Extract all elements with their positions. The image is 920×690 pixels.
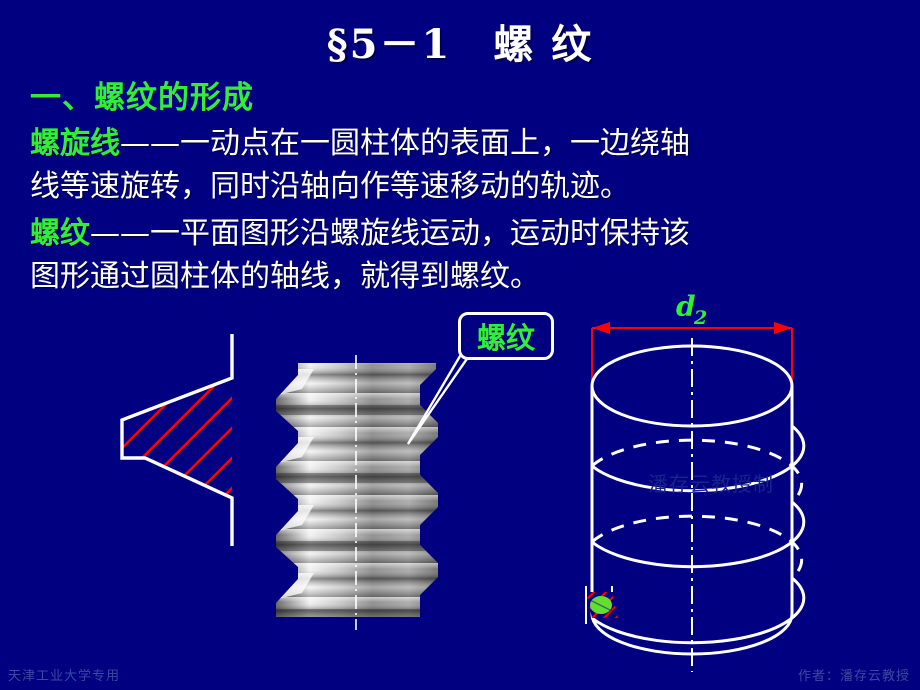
paragraph-helix-text: 一动点在一圆柱体的表面上，一边绕轴线等速旋转，同时沿轴向作等速移动的轨迹。 bbox=[30, 126, 690, 204]
threaded-shaft-render bbox=[276, 355, 438, 630]
profile-outline bbox=[120, 334, 234, 546]
page-title: §5－1 螺 纹 bbox=[326, 21, 594, 68]
callout-thread-label-text: 螺纹 bbox=[476, 321, 535, 355]
paragraph-thread: 螺纹——一平面图形沿螺旋线运动，运动时保持该图形通过圆柱体的轴线，就得到螺纹。 bbox=[30, 212, 710, 298]
cylinder-with-helix: d 2 bbox=[585, 290, 806, 672]
footer-right-text: 作者：潘存云教授 bbox=[797, 669, 910, 684]
term-helix: 螺旋线 bbox=[30, 126, 120, 161]
callout-thread-label-box: 螺纹 bbox=[458, 312, 554, 360]
dimension-d2 bbox=[591, 327, 793, 386]
section-heading: 一、螺纹的形成 bbox=[30, 80, 254, 116]
thread-profile-cross-section bbox=[120, 334, 234, 546]
dash-separator-1: —— bbox=[120, 126, 180, 161]
helix-front-arcs bbox=[591, 424, 806, 645]
footer-left-text: 天津工业大学专用 bbox=[8, 669, 121, 684]
dash-separator-2: —— bbox=[90, 216, 150, 251]
profile-hatching bbox=[122, 338, 232, 542]
arrow-right bbox=[774, 322, 792, 334]
shaft-body bbox=[276, 363, 438, 617]
dimension-label-subscript: 2 bbox=[693, 307, 707, 329]
paragraph-thread-text: 一平面图形沿螺旋线运动，运动时保持该图形通过圆柱体的轴线，就得到螺纹。 bbox=[30, 216, 690, 294]
dimension-label-d: d bbox=[676, 290, 696, 323]
paragraph-helix: 螺旋线——一动点在一圆柱体的表面上，一边绕轴线等速旋转，同时沿轴向作等速移动的轨… bbox=[30, 122, 710, 208]
helix-hidden-arcs bbox=[591, 438, 804, 580]
arrow-left bbox=[592, 322, 610, 334]
term-thread: 螺纹 bbox=[30, 216, 90, 251]
